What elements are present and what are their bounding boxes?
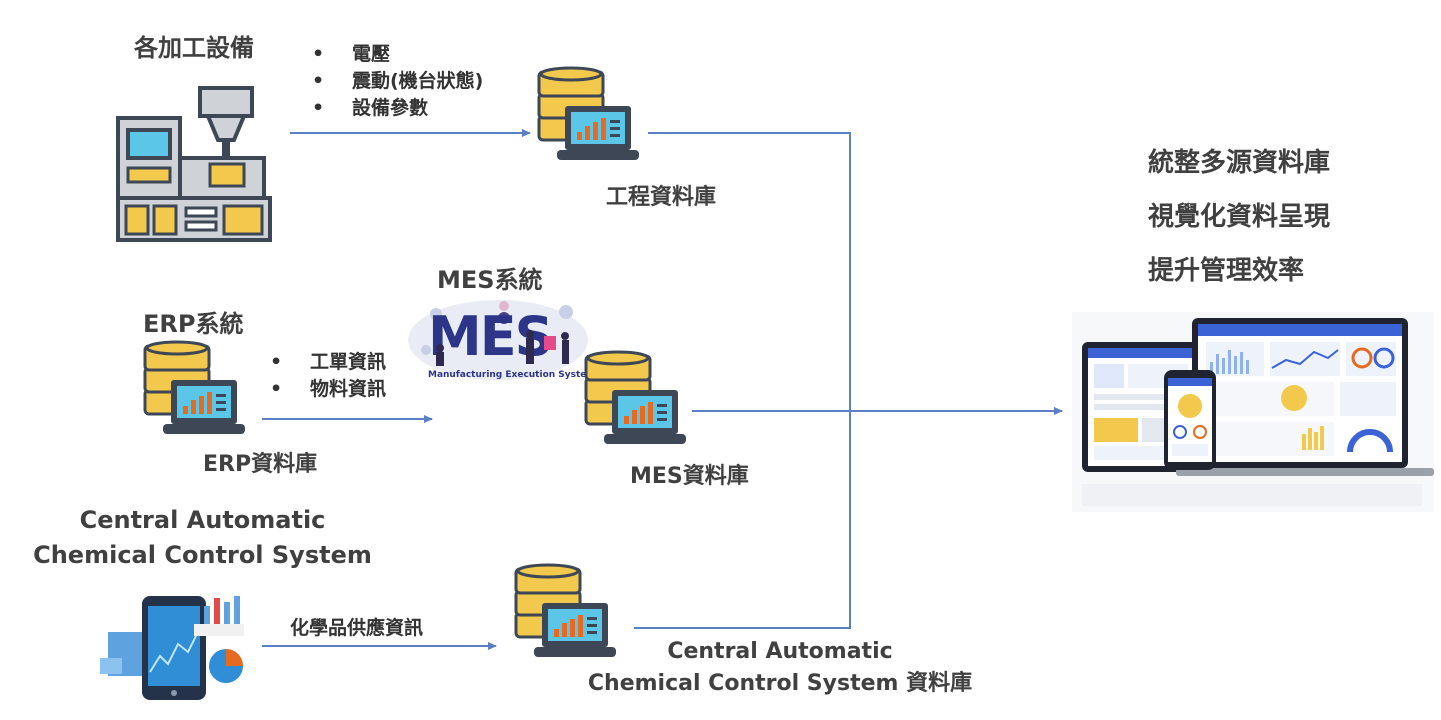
mes-logo: MES Manufacturing Execution System <box>406 292 596 388</box>
mes-db-label: MES資料庫 <box>630 464 749 489</box>
cacc-title-line2: Chemical Control System <box>33 541 372 569</box>
bullet-item: 震動(機台狀態) <box>312 68 483 95</box>
benefit-item: 視覺化資料呈現 <box>1148 202 1331 232</box>
machines-title: 各加工設備 <box>134 34 254 62</box>
erp-database-icon <box>143 340 245 434</box>
mes-title: MES系統 <box>437 266 543 294</box>
machine-icon <box>116 86 272 242</box>
dashboard-devices-image <box>1072 312 1434 512</box>
mes-database-icon <box>584 350 686 444</box>
cacc-title-line1: Central Automatic <box>79 506 326 534</box>
bullet-item: 電壓 <box>312 41 483 68</box>
mes-logo-background <box>408 300 588 380</box>
line-engdb-to-bus <box>634 132 851 629</box>
cacc-db-label-line2: Chemical Control System 資料庫 <box>587 671 973 696</box>
bullet-item: 設備參數 <box>312 95 483 122</box>
engineering-db-label: 工程資料庫 <box>606 185 717 210</box>
cacc-title: Central Automatic Chemical Control Syste… <box>0 503 405 573</box>
erp-title: ERP系統 <box>143 310 244 338</box>
machines-bullets: 電壓 震動(機台狀態) 設備參數 <box>312 41 483 122</box>
cacc-database-icon <box>514 563 616 657</box>
cacc-arrow-label: 化學品供應資訊 <box>290 617 424 639</box>
cacc-db-label: Central Automatic Chemical Control Syste… <box>560 636 1000 700</box>
benefits-list: 統整多源資料庫 視覺化資料呈現 提升管理效率 <box>1148 148 1330 310</box>
benefit-item: 統整多源資料庫 <box>1148 148 1331 178</box>
cacc-db-label-line1: Central Automatic <box>667 639 893 664</box>
benefit-item: 提升管理效率 <box>1148 256 1305 286</box>
mes-logo-subtitle: Manufacturing Execution System <box>428 370 596 380</box>
erp-bullets: 工單資訊 物料資訊 <box>270 349 386 403</box>
mes-people-figures <box>436 330 569 366</box>
bullet-item: 物料資訊 <box>270 376 386 403</box>
tablet-analytics-icon <box>100 596 244 700</box>
bullet-item: 工單資訊 <box>270 349 386 376</box>
engineering-database-icon <box>537 66 639 160</box>
erp-db-label: ERP資料庫 <box>203 452 318 477</box>
